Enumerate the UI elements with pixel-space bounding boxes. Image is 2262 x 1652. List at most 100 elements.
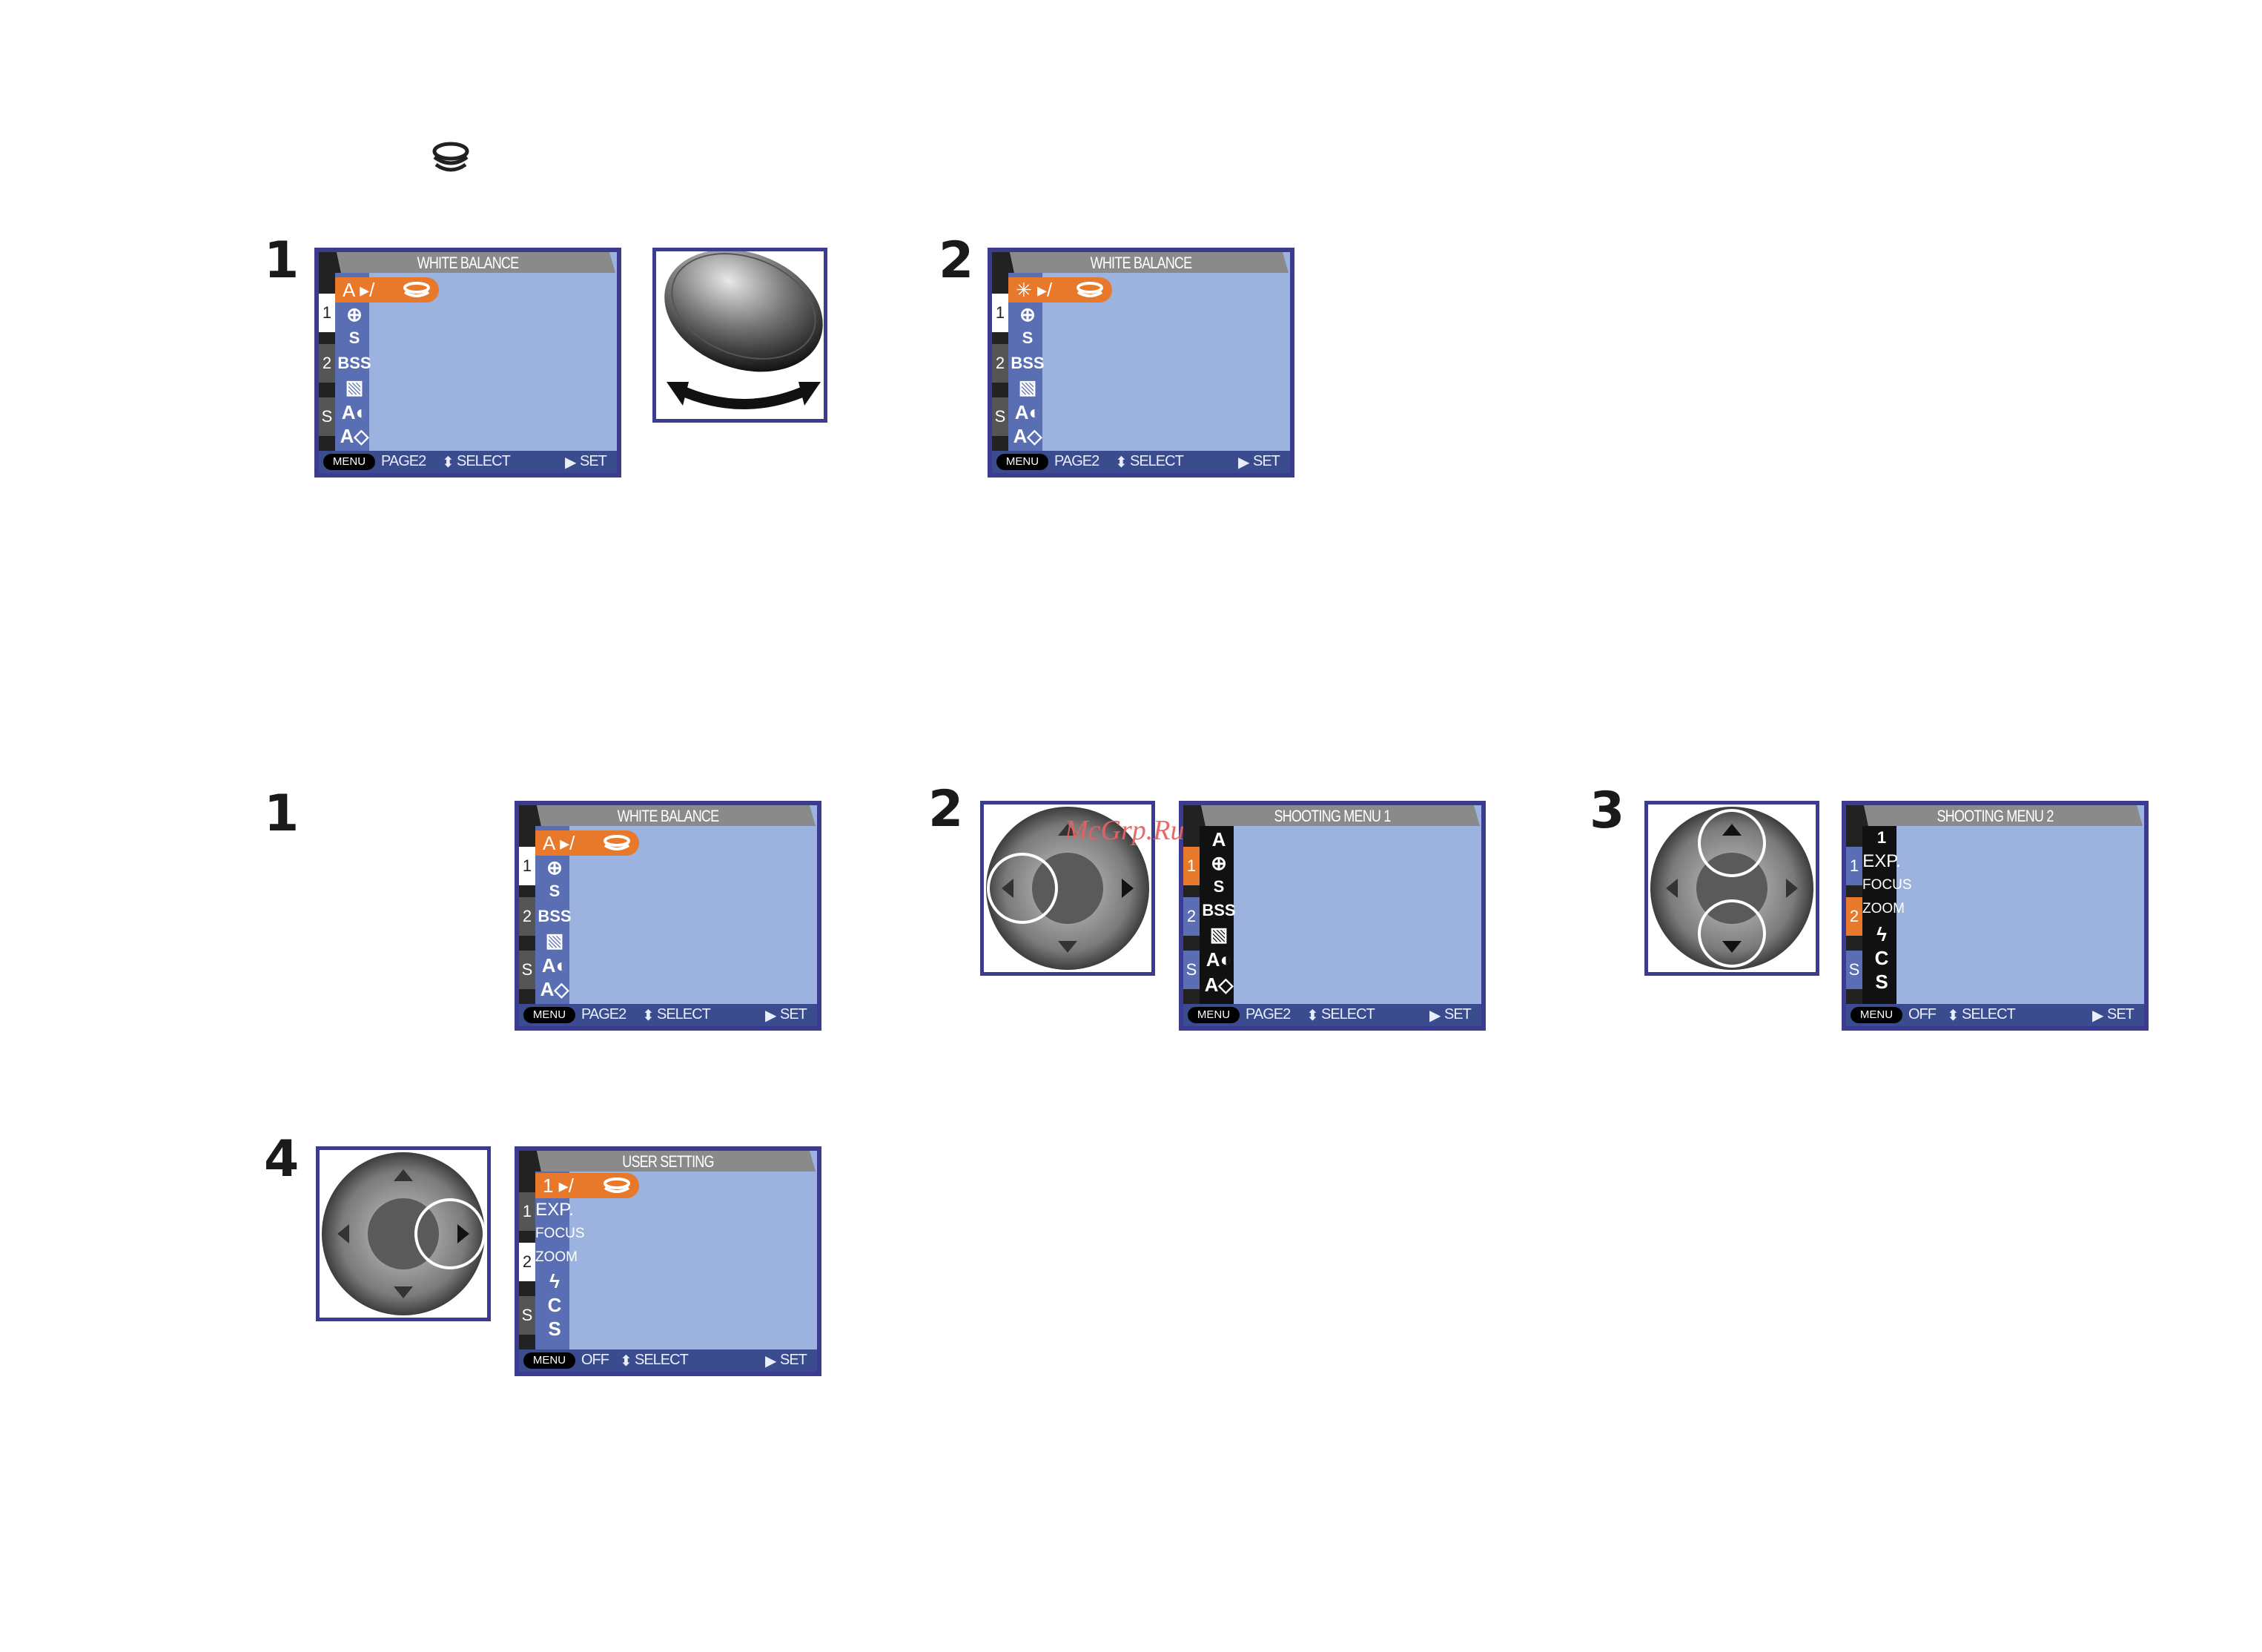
menu-tabs: 1 2 S: [519, 1172, 535, 1354]
white-balance-option-icon[interactable]: ▧: [545, 929, 564, 951]
tab-setup[interactable]: S: [992, 397, 1008, 436]
tab-page-2[interactable]: 2: [519, 1243, 535, 1281]
exposure-item[interactable]: EXP.: [1862, 851, 1901, 871]
step-number: 1: [264, 231, 300, 290]
flash-item[interactable]: ϟ: [549, 1270, 560, 1292]
multi-selector-up-down-illustration: [1644, 801, 1819, 976]
shooting-option-icon[interactable]: ⊕: [1211, 852, 1227, 874]
focus-item[interactable]: FOCUS: [1862, 877, 1912, 893]
menu-button-label: MENU: [1851, 1007, 1902, 1023]
menu-tabs: 1 2 S: [319, 273, 335, 455]
white-balance-option-icon[interactable]: ⊕: [346, 303, 363, 326]
screen-footer: MENU OFF ⬍ SELECT ▶ SET: [519, 1349, 817, 1372]
selected-menu-item[interactable]: A ▸/: [535, 830, 639, 856]
menu-tabs: 1 2 S: [519, 826, 535, 1008]
white-balance-option-icon[interactable]: A◇: [1013, 425, 1042, 447]
white-balance-option-icon[interactable]: BSS: [1011, 354, 1045, 372]
tab-page-1[interactable]: 1: [519, 847, 535, 885]
white-balance-option-icon[interactable]: ⊕: [546, 856, 563, 879]
tab-page-1[interactable]: 1: [519, 1192, 535, 1231]
shooting-option-icon[interactable]: S: [1213, 877, 1225, 896]
selected-menu-item[interactable]: A ▸/: [335, 277, 439, 303]
tab-page-2[interactable]: 2: [1846, 897, 1862, 936]
white-balance-option-icon[interactable]: A◐: [341, 401, 368, 423]
menu-tabs: 1 2 S: [1846, 826, 1862, 1008]
step-number: 2: [939, 231, 974, 290]
tab-page-2[interactable]: 2: [992, 344, 1008, 383]
selected-menu-item[interactable]: 1 ▸/: [535, 1173, 639, 1198]
shooting-option-icon[interactable]: A◐: [1206, 948, 1232, 971]
right-arrow-icon: ▶: [765, 1008, 776, 1024]
flash-item[interactable]: ϟ: [1876, 923, 1887, 945]
white-balance-option-icon[interactable]: A◐: [1014, 401, 1041, 423]
screen-title: WHITE BALANCE: [1090, 254, 1193, 272]
screen-footer: MENU PAGE2 ⬍ SELECT ▶ SET: [519, 1004, 817, 1026]
up-down-icon: ⬍: [1115, 455, 1128, 471]
shooting-option-icon[interactable]: A: [1211, 828, 1226, 850]
tab-page-1[interactable]: 1: [992, 294, 1008, 332]
white-balance-option-icon[interactable]: BSS: [337, 354, 371, 372]
white-balance-option-icon[interactable]: ⊕: [1019, 303, 1036, 326]
menu-button-label: MENU: [523, 1352, 575, 1369]
tab-setup[interactable]: S: [519, 1296, 535, 1335]
shooting-option-icon[interactable]: BSS: [1202, 901, 1236, 919]
white-balance-option-icon[interactable]: S: [1022, 328, 1034, 347]
menu-button-label: MENU: [523, 1007, 575, 1023]
custom-item[interactable]: C: [547, 1294, 562, 1316]
tab-setup[interactable]: S: [1846, 951, 1862, 989]
white-balance-screen: WHITE BALANCE 1 2 S ✳ ▸/ ⊕ S BSS ▧ A◐ A◇…: [988, 248, 1294, 478]
footer-set: SET: [580, 453, 607, 469]
selected-menu-item[interactable]: ✳ ▸/: [1008, 277, 1112, 303]
right-arrow-icon: ▶: [1238, 455, 1249, 471]
shooting-option-icon[interactable]: ▧: [1209, 923, 1228, 945]
screen-title: WHITE BALANCE: [417, 254, 520, 272]
command-dial-icon: [403, 282, 430, 297]
screen-footer: MENU PAGE2 ⬍ SELECT ▶ SET: [319, 451, 617, 473]
tab-page-1[interactable]: 1: [319, 294, 335, 332]
white-balance-option-icon[interactable]: A◇: [340, 425, 369, 447]
white-balance-option-icon[interactable]: A◐: [541, 954, 568, 977]
menu-tabs: 1 2 S: [1183, 826, 1200, 1008]
step-number: 3: [1590, 782, 1625, 840]
white-balance-option-icon[interactable]: S: [549, 882, 560, 900]
white-balance-option-icon[interactable]: A◇: [540, 978, 569, 1000]
white-balance-option-icon[interactable]: ▧: [1018, 376, 1037, 398]
shooting-menu-2-screen: SHOOTING MENU 2 1 2 S 1 EXP. FOCUS ZOOM …: [1842, 801, 2149, 1031]
tab-setup[interactable]: S: [1183, 951, 1200, 989]
tab-page-1[interactable]: 1: [1183, 847, 1200, 885]
tab-page-2[interactable]: 2: [1183, 897, 1200, 936]
footer-set: SET: [2107, 1006, 2134, 1022]
setup-item[interactable]: S: [548, 1318, 561, 1340]
tab-setup[interactable]: S: [319, 397, 335, 436]
footer-select: SELECT: [635, 1352, 689, 1368]
right-arrow-icon: ▶: [2092, 1008, 2103, 1024]
white-balance-screen: WHITE BALANCE 1 2 S A ▸/ ⊕ S BSS ▧ A◐ A◇…: [515, 801, 821, 1031]
shooting-option-icon[interactable]: A◇: [1204, 974, 1234, 996]
up-down-icon: ⬍: [1306, 1008, 1319, 1024]
setup-item[interactable]: S: [1875, 971, 1888, 993]
screen-title: SHOOTING MENU 1: [1274, 807, 1391, 825]
tab-page-1[interactable]: 1: [1846, 847, 1862, 885]
white-balance-option-icon[interactable]: S: [348, 328, 360, 347]
white-balance-option-icon[interactable]: BSS: [538, 907, 572, 925]
icon-column: [335, 273, 369, 455]
tab-setup[interactable]: S: [519, 951, 535, 989]
screen-title-bar: WHITE BALANCE: [519, 805, 817, 826]
exposure-item[interactable]: EXP.: [535, 1200, 574, 1220]
white-balance-option-icon[interactable]: ▧: [345, 376, 364, 398]
zoom-item[interactable]: ZOOM: [1862, 901, 1905, 916]
screen-title-bar: WHITE BALANCE: [319, 252, 617, 273]
tab-page-2[interactable]: 2: [519, 897, 535, 936]
shooting-menu-1-screen: SHOOTING MENU 1 1 2 S A ⊕ S BSS ▧ A◐ A◇ …: [1179, 801, 1486, 1031]
footer-select: SELECT: [1130, 453, 1184, 469]
tab-page-2[interactable]: 2: [319, 344, 335, 383]
footer-page: PAGE2: [581, 1006, 626, 1022]
focus-item[interactable]: FOCUS: [535, 1226, 585, 1241]
zoom-item[interactable]: ZOOM: [535, 1249, 578, 1265]
menu-button-label: MENU: [1188, 1007, 1240, 1023]
multi-selector-left-illustration: [980, 801, 1155, 976]
custom-item[interactable]: C: [1874, 947, 1889, 969]
menu-button-label: MENU: [996, 454, 1048, 470]
right-arrow-icon: ▶: [765, 1353, 776, 1369]
user-setting-item[interactable]: 1: [1876, 828, 1887, 847]
